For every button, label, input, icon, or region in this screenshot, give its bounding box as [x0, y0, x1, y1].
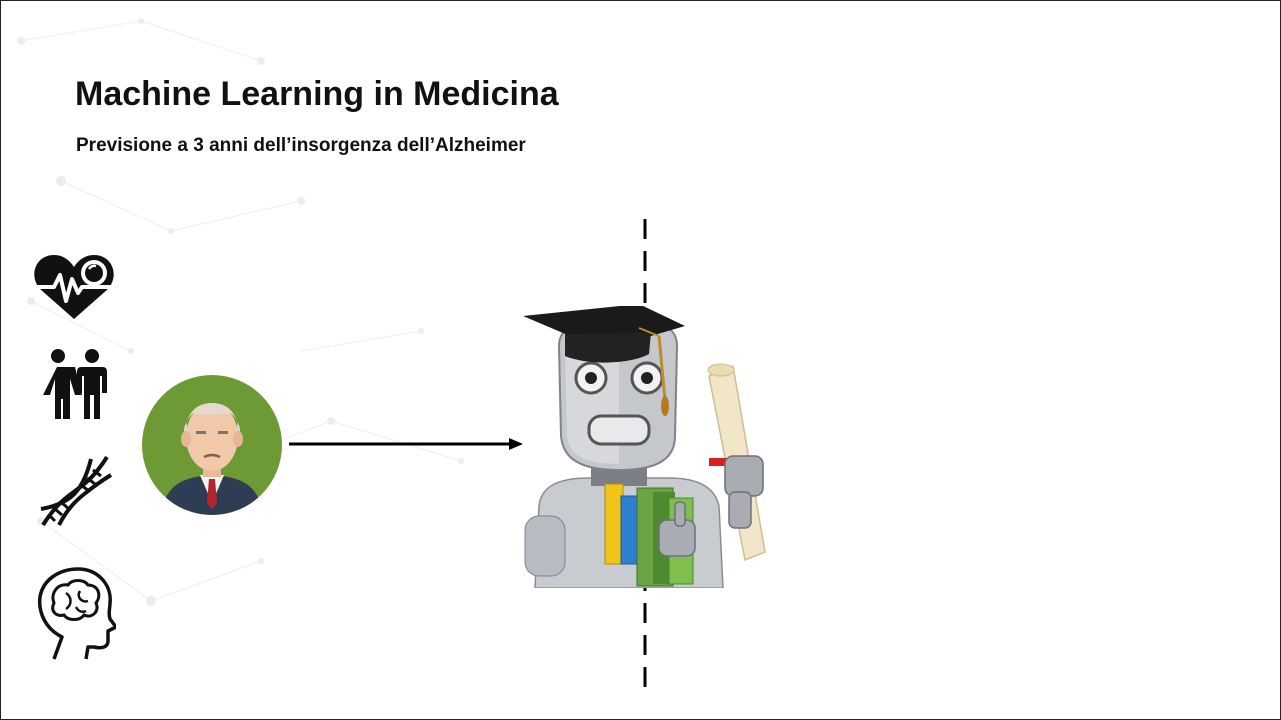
elderly-man-avatar — [142, 375, 282, 515]
slide-subtitle: Previsione a 3 anni dell’insorgenza dell… — [76, 135, 526, 156]
slide-title: Machine Learning in Medicina — [75, 75, 559, 113]
graduate-robot — [523, 306, 766, 588]
head-brain-icon — [37, 567, 116, 660]
dna-icon — [40, 455, 113, 527]
network-background — [17, 18, 464, 606]
man-woman-icon — [43, 349, 107, 419]
heart-pulse-icon — [34, 255, 114, 319]
input-arrow — [289, 438, 523, 450]
